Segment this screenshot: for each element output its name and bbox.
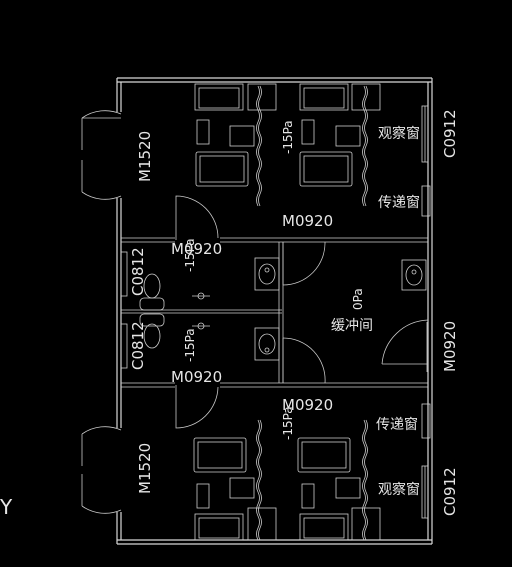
middle-fixtures: [139, 257, 427, 361]
door-label-m0920-right: M0920: [441, 321, 459, 372]
door-label-m0920-bottom: M0920: [282, 396, 333, 414]
interior-walls: [121, 237, 428, 388]
door-label-m0920-left-upper: M0920: [171, 240, 222, 258]
label-observation-window-top: 观察窗: [378, 125, 420, 142]
door-label-m1520-bottom: M1520: [136, 443, 154, 494]
axis-y-label: Y: [0, 495, 13, 519]
pressure-label-upper-bath: -15Pa: [183, 238, 197, 272]
window-label-c0812-lower: C0812: [129, 321, 147, 370]
window-label-c0912-top: C0912: [441, 109, 459, 158]
pressure-label-lower-bath: -15Pa: [183, 328, 197, 362]
window-label-c0812-upper: C0812: [129, 247, 147, 296]
door-label-m1520-top: M1520: [136, 131, 154, 182]
label-observation-window-bottom: 观察窗: [378, 481, 420, 498]
pressure-label-bottom-room: -15Pa: [281, 406, 295, 440]
bottom-room-fixtures: [193, 419, 381, 541]
door-label-m0920-top: M0920: [282, 212, 333, 230]
drawing-labels: M1520 M1520 M0920 M0920 M0920 M0920 M092…: [0, 109, 459, 519]
label-pass-box-top: 传递窗: [378, 194, 420, 211]
outer-walls: [116, 77, 433, 545]
window-label-c0912-bottom: C0912: [441, 467, 459, 516]
pressure-label-top-room: -15Pa: [281, 120, 295, 154]
top-room-fixtures: [194, 83, 381, 207]
label-pass-box-bottom: 传递窗: [376, 416, 418, 433]
wall-openings: [120, 105, 431, 519]
room-label-buffer: 缓冲间: [331, 318, 373, 334]
doors: [81, 110, 429, 514]
door-label-m0920-left-lower: M0920: [171, 368, 222, 386]
pressure-label-buffer-room: 0Pa: [351, 288, 365, 310]
